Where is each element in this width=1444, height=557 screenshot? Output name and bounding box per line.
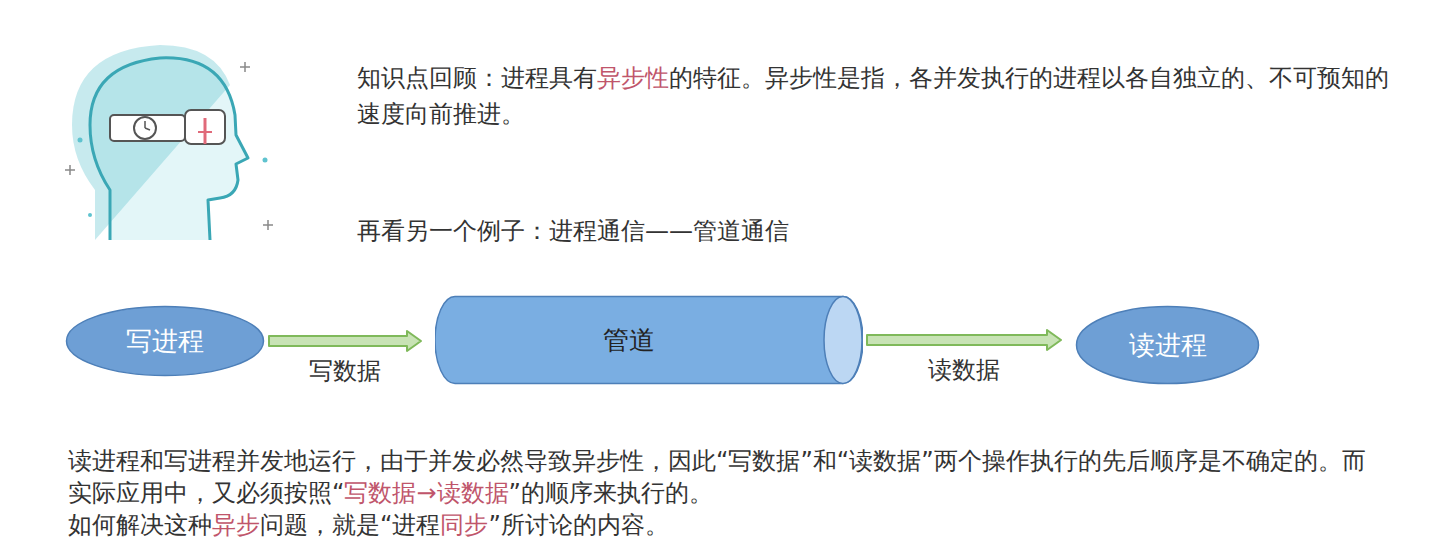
process-ellipse: 写进程 xyxy=(65,305,265,377)
body-text: 问题，就是“进程 xyxy=(260,511,440,539)
cylinder-face xyxy=(824,297,862,384)
highlight-text: 写数据→读数据 xyxy=(344,479,508,507)
node-label: 管道 xyxy=(603,323,655,358)
pipe-cylinder: 管道 xyxy=(435,295,863,385)
process-ellipse: 读进程 xyxy=(1075,305,1260,385)
body-text: ”的顺序来执行的。 xyxy=(509,479,713,507)
highlight-text: 异步 xyxy=(212,511,260,539)
ellipse-shape xyxy=(1077,307,1259,384)
edge-label: 写数据 xyxy=(307,355,383,387)
body-text: 如何解决这种 xyxy=(68,511,212,539)
node-label: 写进程 xyxy=(126,324,204,359)
body-text: 知识点回顾：进程具有 xyxy=(357,64,597,92)
block-arrow xyxy=(867,330,1061,350)
head-illustration xyxy=(50,40,290,260)
block-arrow xyxy=(269,331,421,351)
cylinder-body xyxy=(435,297,863,384)
body-text: 读进程和写进程并发地运行，由于并发必然导致异步性，因此“写数据”和“读数据”两个… xyxy=(68,447,1366,507)
node-text-box: 写进程 xyxy=(65,305,265,377)
edge-label: 读数据 xyxy=(926,354,1002,386)
body-text: 再看另一个例子：进程通信——管道通信 xyxy=(357,217,789,245)
text-paragraph: 再看另一个例子：进程通信——管道通信 xyxy=(357,213,1357,249)
ellipse-shape xyxy=(67,307,264,376)
text-paragraph: 知识点回顾：进程具有异步性的特征。异步性是指，各并发执行的进程以各自独立的、不可… xyxy=(357,60,1397,132)
node-label: 读进程 xyxy=(1129,328,1207,363)
text-paragraph: 读进程和写进程并发地运行，由于并发必然导致异步性，因此“写数据”和“读数据”两个… xyxy=(68,445,1388,509)
highlight-text: 同步 xyxy=(440,511,488,539)
node-text-box: 管道 xyxy=(435,295,863,385)
node-text-box: 读进程 xyxy=(1075,305,1260,385)
highlight-text: 异步性 xyxy=(597,64,669,92)
text-paragraph: 如何解决这种异步问题，就是“进程同步”所讨论的内容。 xyxy=(68,509,1388,541)
body-text: ”所讨论的内容。 xyxy=(488,511,668,539)
